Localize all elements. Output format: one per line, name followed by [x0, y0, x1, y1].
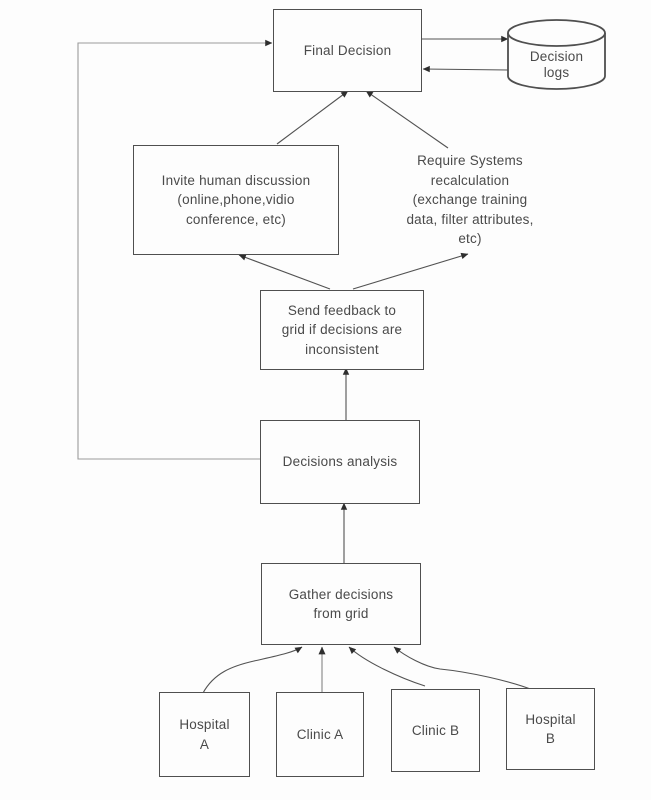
- node-decisions-analysis: Decisions analysis: [260, 420, 420, 504]
- node-label: Gather decisions: [288, 586, 394, 602]
- node-label: A: [199, 736, 210, 752]
- edge-require-recalculation-to-final-decision: [365, 90, 449, 149]
- edge-hospital-b-to-gather-decisions: [393, 646, 534, 691]
- node-label: grid if decisions are: [281, 322, 403, 338]
- node-label: from grid: [313, 606, 369, 621]
- node-label: Final Decision: [303, 42, 392, 58]
- node-label: Send feedback to: [287, 302, 397, 318]
- node-label: B: [545, 731, 556, 746]
- edge-invite-discussion-to-final-decision: [276, 90, 349, 145]
- node-label: Hospital: [525, 711, 576, 727]
- node-clinic-b: Clinic B: [391, 689, 480, 772]
- node-label: Require Systems: [417, 153, 523, 169]
- node-label: etc): [458, 231, 482, 247]
- node-label: inconsistent: [305, 341, 379, 357]
- node-label: recalculation: [430, 172, 510, 188]
- node-label: data, filter attributes,: [406, 211, 534, 227]
- node-label: Invite human discussion: [161, 172, 311, 188]
- node-send-feedback: Send feedback to grid if decisions are i…: [260, 290, 424, 370]
- node-clinic-a: Clinic A: [276, 692, 364, 777]
- node-hospital-b: Hospital B: [506, 688, 595, 770]
- edge-send-feedback-to-require-recalculation: [352, 252, 469, 290]
- node-label: Clinic A: [296, 726, 344, 742]
- edge-decisions-analysis-to-final-decision: [77, 39, 273, 460]
- node-label: Clinic B: [411, 722, 460, 738]
- node-label: Hospital: [179, 717, 230, 732]
- node-label: Decision: [529, 49, 584, 64]
- node-label: conference, etc): [185, 211, 286, 227]
- node-invite-discussion: Invite human discussion (online,phone,vi…: [133, 145, 339, 255]
- node-gather-decisions: Gather decisions from grid: [261, 563, 421, 645]
- node-hospital-a: Hospital A: [159, 692, 250, 777]
- node-label: Decisions analysis: [282, 454, 398, 470]
- edge-hospital-a-to-gather-decisions: [202, 646, 303, 694]
- node-label: (online,phone,vidio: [177, 192, 295, 208]
- edge-send-feedback-to-invite-discussion: [238, 254, 331, 290]
- node-label: (exchange training: [412, 192, 528, 208]
- node-label: logs: [543, 65, 570, 80]
- edge-decision-logs-to-final-decision: [422, 65, 509, 73]
- edge-clinic-b-to-gather-decisions: [348, 646, 426, 687]
- decision-logs-cylinder: [507, 19, 606, 90]
- node-decision-logs-label: Decision logs: [508, 48, 605, 82]
- node-final-decision: Final Decision: [273, 9, 422, 92]
- node-require-recalculation: Require Systems recalculation (exchange …: [390, 151, 550, 249]
